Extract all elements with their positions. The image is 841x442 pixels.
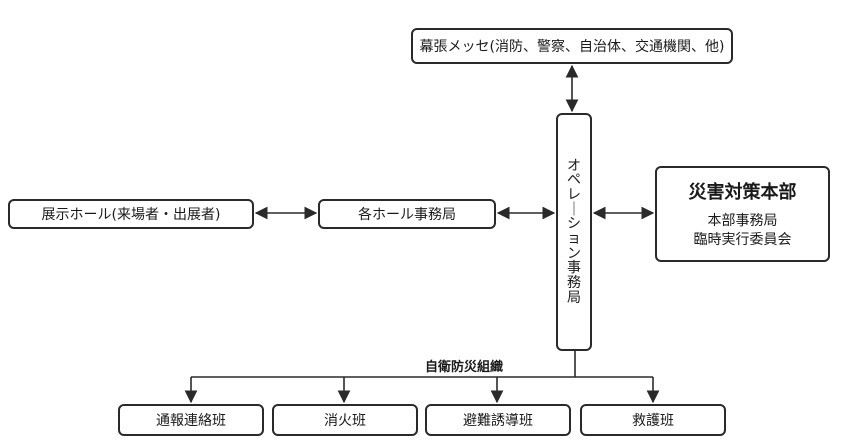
hq-line-1: 本部事務局 bbox=[707, 213, 778, 230]
hall-office-label: 各ホール事務局 bbox=[358, 207, 456, 223]
team-label-2: 避難誘導班 bbox=[463, 413, 533, 429]
exhibition-hall-label: 展示ホール(来場者・出展者) bbox=[41, 207, 221, 223]
team-label-3: 救護班 bbox=[632, 413, 674, 429]
team-label-0: 通報連絡班 bbox=[156, 413, 226, 429]
operation-office-label: オペレ｜ション事務局 bbox=[567, 157, 581, 306]
disaster-hq-box: 災害対策本部 本部事務局 臨時実行委員会 bbox=[655, 166, 830, 262]
team-box-0: 通報連絡班 bbox=[118, 404, 264, 436]
exhibition-hall-box: 展示ホール(来場者・出展者) bbox=[8, 199, 254, 229]
makuhari-box: 幕張メッセ(消防、警察、自治体、交通機関、他) bbox=[411, 28, 733, 64]
self-defense-org-label: 自衛防災組織 bbox=[425, 360, 504, 375]
team-box-1: 消火班 bbox=[272, 404, 418, 436]
hall-office-box: 各ホール事務局 bbox=[318, 199, 496, 229]
makuhari-label: 幕張メッセ(消防、警察、自治体、交通機関、他) bbox=[419, 39, 725, 55]
hq-title: 災害対策本部 bbox=[688, 182, 797, 204]
team-box-2: 避難誘導班 bbox=[425, 404, 571, 436]
operation-office-box: オペレ｜ション事務局 bbox=[556, 113, 592, 351]
team-box-3: 救護班 bbox=[580, 404, 726, 436]
team-label-1: 消火班 bbox=[324, 413, 366, 429]
hq-line-2: 臨時実行委員会 bbox=[693, 232, 792, 248]
